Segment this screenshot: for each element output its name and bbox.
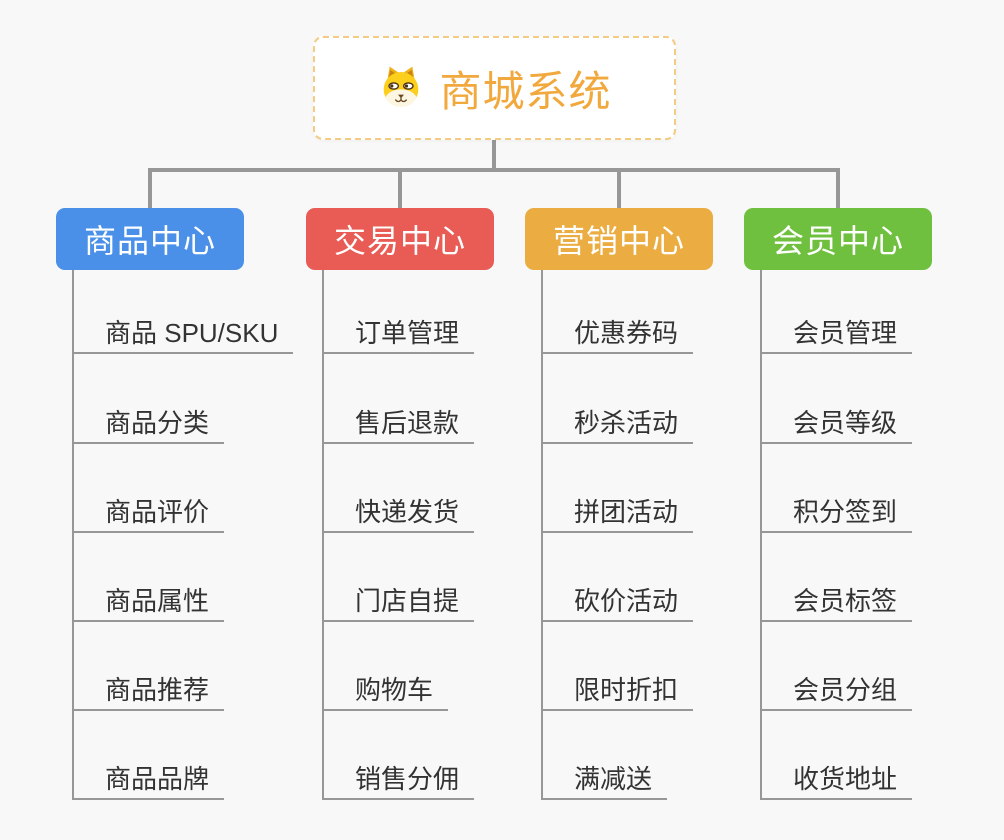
branch-item[interactable]: 销售分佣 — [322, 760, 475, 800]
branch-item[interactable]: 限时折扣 — [541, 671, 694, 711]
branch-item[interactable]: 售后退款 — [322, 404, 475, 444]
branch-item[interactable]: 满减送 — [541, 760, 668, 800]
connector-bus-line — [148, 168, 840, 172]
branch-marketing-center: 营销中心 优惠券码 秒杀活动 拼团活动 砍价活动 限时折扣 满减送 — [525, 208, 785, 808]
dog-face-icon — [384, 66, 419, 107]
connector-drop-line — [398, 168, 402, 212]
branch-header-member-center[interactable]: 会员中心 — [744, 208, 932, 270]
branch-trade-center: 交易中心 订单管理 售后退款 快递发货 门店自提 购物车 销售分佣 — [306, 208, 566, 808]
branch-header-trade-center[interactable]: 交易中心 — [306, 208, 494, 270]
root-title: 商城系统 — [439, 67, 612, 115]
branch-item[interactable]: 购物车 — [322, 671, 449, 711]
branch-item[interactable]: 秒杀活动 — [541, 404, 694, 444]
branch-item[interactable]: 门店自提 — [322, 582, 475, 622]
branch-item[interactable]: 优惠券码 — [541, 314, 694, 354]
branch-connector-line — [72, 270, 74, 800]
branch-item[interactable]: 积分签到 — [760, 493, 913, 533]
branch-header-product-center[interactable]: 商品中心 — [56, 208, 244, 270]
branch-connector-line — [322, 270, 324, 800]
branch-item[interactable]: 会员等级 — [760, 404, 913, 444]
branch-item[interactable]: 会员标签 — [760, 582, 913, 622]
branch-item[interactable]: 商品属性 — [72, 582, 225, 622]
connector-drop-line — [617, 168, 621, 212]
branch-item[interactable]: 商品 SPU/SKU — [72, 314, 294, 354]
branch-item[interactable]: 商品推荐 — [72, 671, 225, 711]
branch-connector-line — [541, 270, 543, 800]
branch-item[interactable]: 会员管理 — [760, 314, 913, 354]
connector-root-stem — [492, 140, 496, 170]
branch-item[interactable]: 砍价活动 — [541, 582, 694, 622]
branch-item[interactable]: 会员分组 — [760, 671, 913, 711]
branch-member-center: 会员中心 会员管理 会员等级 积分签到 会员标签 会员分组 收货地址 — [744, 208, 1004, 808]
branch-item[interactable]: 商品品牌 — [72, 760, 225, 800]
branch-item[interactable]: 拼团活动 — [541, 493, 694, 533]
connector-drop-line — [148, 168, 152, 212]
branch-connector-line — [760, 270, 762, 800]
branch-item[interactable]: 快递发货 — [322, 493, 475, 533]
branch-header-marketing-center[interactable]: 营销中心 — [525, 208, 713, 270]
connector-drop-line — [836, 168, 840, 212]
branch-item[interactable]: 收货地址 — [760, 760, 913, 800]
root-node[interactable]: 商城系统 — [313, 36, 676, 140]
branch-item[interactable]: 商品评价 — [72, 493, 225, 533]
branch-product-center: 商品中心 商品 SPU/SKU 商品分类 商品评价 商品属性 商品推荐 商品品牌 — [56, 208, 316, 808]
branch-item[interactable]: 商品分类 — [72, 404, 225, 444]
branch-item[interactable]: 订单管理 — [322, 314, 475, 354]
